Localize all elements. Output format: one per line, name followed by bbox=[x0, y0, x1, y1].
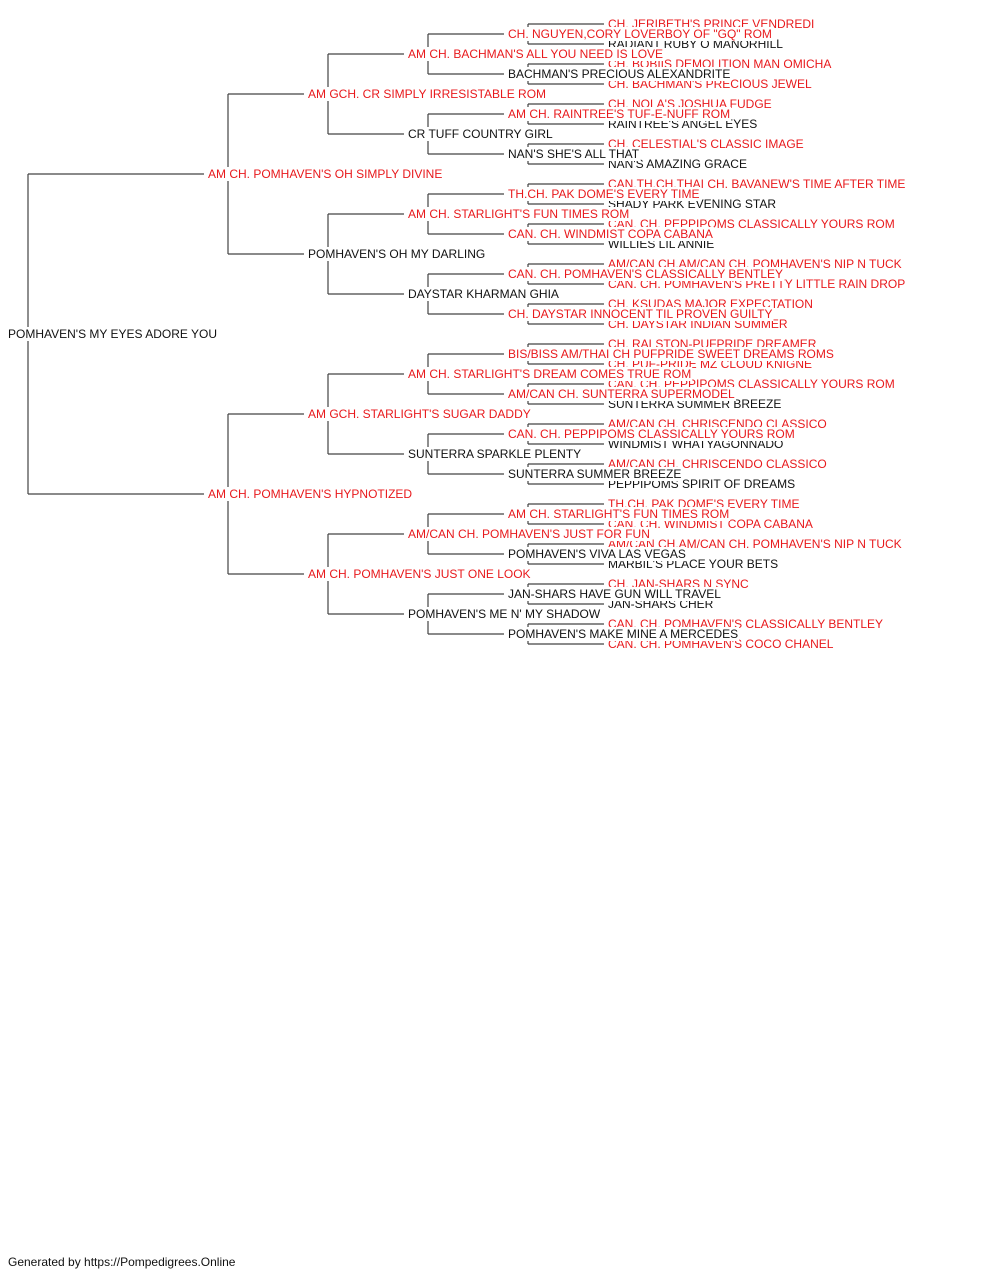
label-backing bbox=[507, 67, 732, 81]
dog-name-gen-2[interactable]: POMHAVEN'S OH MY DARLING bbox=[308, 247, 485, 261]
dog-name-gen-4[interactable]: POMHAVEN'S MAKE MINE A MERCEDES bbox=[508, 627, 738, 641]
dog-name-gen-3[interactable]: POMHAVEN'S ME N' MY SHADOW bbox=[408, 607, 601, 621]
label-backing bbox=[407, 447, 583, 461]
label-backing bbox=[407, 527, 651, 541]
label-backing bbox=[307, 247, 487, 261]
label-backing bbox=[507, 547, 687, 561]
dog-name-gen-2[interactable]: AM CH. POMHAVEN'S JUST ONE LOOK bbox=[308, 567, 531, 581]
label-backing bbox=[607, 157, 748, 171]
dog-name-gen-4[interactable]: BACHMAN'S PRECIOUS ALEXANDRITE bbox=[508, 67, 730, 81]
dog-name-gen-4[interactable]: CH. DAYSTAR INNOCENT TIL PROVEN GUILTY bbox=[508, 307, 773, 321]
dog-name-gen-2[interactable]: AM GCH. CR SIMPLY IRRESISTABLE ROM bbox=[308, 87, 546, 101]
dog-name-gen-4[interactable]: TH.CH. PAK DOME'S EVERY TIME bbox=[508, 187, 699, 201]
dog-name-gen-4[interactable]: JAN-SHARS HAVE GUN WILL TRAVEL bbox=[508, 587, 721, 601]
dog-name-gen-3[interactable]: SUNTERRA SPARKLE PLENTY bbox=[408, 447, 581, 461]
label-backing bbox=[507, 27, 773, 41]
dog-name-gen-5[interactable]: CH. CELESTIAL'S CLASSIC IMAGE bbox=[608, 137, 804, 151]
dog-name-gen-0[interactable]: POMHAVEN'S MY EYES ADORE YOU bbox=[8, 327, 217, 341]
dog-name-gen-4[interactable]: CAN. CH. PEPPIPOMS CLASSICALLY YOURS ROM bbox=[508, 427, 795, 441]
dog-name-gen-5[interactable]: NAN'S AMAZING GRACE bbox=[608, 157, 747, 171]
label-backing bbox=[507, 627, 740, 641]
label-backing bbox=[307, 567, 532, 581]
label-backing bbox=[507, 427, 796, 441]
footer-credit: Generated by https://Pompedigrees.Online bbox=[8, 1255, 236, 1269]
dog-name-gen-1[interactable]: AM CH. POMHAVEN'S OH SIMPLY DIVINE bbox=[208, 167, 442, 181]
label-backing bbox=[507, 187, 701, 201]
dog-name-gen-4[interactable]: AM/CAN CH. SUNTERRA SUPERMODEL bbox=[508, 387, 735, 401]
dog-name-gen-4[interactable]: AM CH. STARLIGHT'S FUN TIMES ROM bbox=[508, 507, 729, 521]
label-backing bbox=[307, 407, 532, 421]
dog-name-gen-4[interactable]: CAN. CH. POMHAVEN'S CLASSICALLY BENTLEY bbox=[508, 267, 783, 281]
label-backing bbox=[7, 327, 219, 341]
dog-name-gen-4[interactable]: SUNTERRA SUMMER BREEZE bbox=[508, 467, 681, 481]
label-backing bbox=[507, 227, 714, 241]
dog-name-gen-1[interactable]: AM CH. POMHAVEN'S HYPNOTIZED bbox=[208, 487, 412, 501]
dog-name-gen-3[interactable]: AM CH. STARLIGHT'S FUN TIMES ROM bbox=[408, 207, 629, 221]
dog-name-gen-4[interactable]: AM CH. RAINTREE'S TUF-E-NUFF ROM bbox=[508, 107, 730, 121]
label-backing bbox=[407, 47, 665, 61]
label-backing bbox=[407, 207, 631, 221]
dog-name-gen-3[interactable]: AM/CAN CH. POMHAVEN'S JUST FOR FUN bbox=[408, 527, 650, 541]
label-backing bbox=[207, 167, 444, 181]
dog-name-gen-4[interactable]: CH. NGUYEN,CORY LOVERBOY OF "GQ" ROM bbox=[508, 27, 772, 41]
dog-name-gen-4[interactable]: BIS/BISS AM/THAI CH PUFPRIDE SWEET DREAM… bbox=[508, 347, 834, 361]
label-backing bbox=[507, 507, 731, 521]
dog-name-gen-4[interactable]: NAN'S SHE'S ALL THAT bbox=[508, 147, 640, 161]
dog-name-gen-3[interactable]: AM CH. STARLIGHT'S DREAM COMES TRUE ROM bbox=[408, 367, 691, 381]
label-backing bbox=[407, 367, 693, 381]
label-backing bbox=[407, 287, 560, 301]
dog-name-gen-3[interactable]: CR TUFF COUNTRY GIRL bbox=[408, 127, 553, 141]
label-backing bbox=[507, 347, 835, 361]
label-backing bbox=[207, 487, 414, 501]
label-backing bbox=[407, 607, 602, 621]
label-backing bbox=[507, 147, 641, 161]
dog-name-gen-4[interactable]: POMHAVEN'S VIVA LAS VEGAS bbox=[508, 547, 686, 561]
label-backing bbox=[507, 587, 723, 601]
label-backing bbox=[507, 107, 732, 121]
label-backing bbox=[407, 127, 555, 141]
dog-name-gen-2[interactable]: AM GCH. STARLIGHT'S SUGAR DADDY bbox=[308, 407, 531, 421]
label-backing bbox=[507, 387, 737, 401]
dog-name-gen-3[interactable]: AM CH. BACHMAN'S ALL YOU NEED IS LOVE bbox=[408, 47, 663, 61]
label-backing bbox=[607, 137, 805, 151]
label-backing bbox=[507, 267, 785, 281]
label-backing bbox=[507, 307, 774, 321]
label-backing bbox=[507, 467, 683, 481]
dog-name-gen-3[interactable]: DAYSTAR KHARMAN GHIA bbox=[408, 287, 559, 301]
label-backing bbox=[307, 87, 548, 101]
dog-name-gen-4[interactable]: CAN. CH. WINDMIST COPA CABANA bbox=[508, 227, 713, 241]
